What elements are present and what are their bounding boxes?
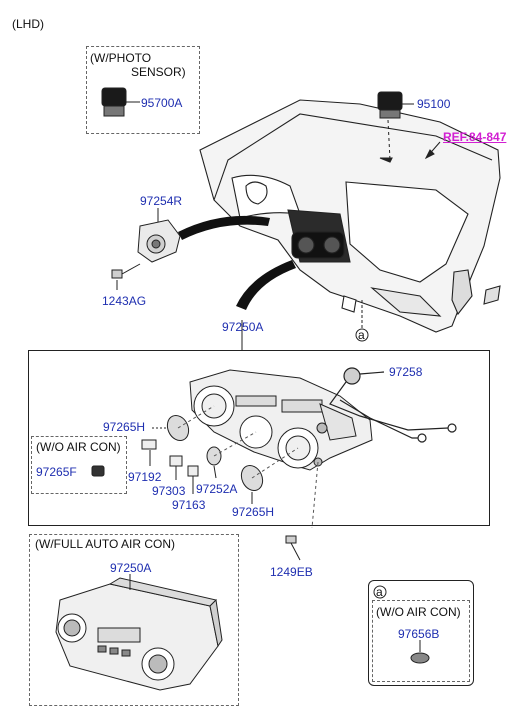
control-cable bbox=[329, 367, 457, 443]
part-label-97192[interactable]: 97192 bbox=[128, 470, 162, 484]
switch-location-arrow bbox=[178, 215, 270, 240]
auto-ac-controller bbox=[55, 574, 223, 691]
assembly-dash-leaders bbox=[177, 405, 319, 529]
dashboard-panel bbox=[199, 99, 501, 333]
screw-1249eb bbox=[285, 535, 301, 561]
photo-sensor-title-1: (W/PHOTO bbox=[90, 51, 152, 65]
bulb-97163 bbox=[187, 465, 199, 494]
part-label-95100[interactable]: 95100 bbox=[417, 97, 451, 111]
legend-circle bbox=[373, 585, 387, 599]
auto-ac-box bbox=[29, 534, 239, 706]
controller-assembly-box bbox=[28, 350, 490, 526]
part-label-97303[interactable]: 97303 bbox=[152, 484, 186, 498]
part-97265f bbox=[91, 465, 105, 477]
part-label-97250a-auto[interactable]: 97250A bbox=[110, 561, 152, 575]
part-label-97265f[interactable]: 97265F bbox=[36, 465, 77, 479]
photo-sensor-part bbox=[101, 87, 140, 117]
legend-inner-box bbox=[372, 600, 470, 682]
part-label-1243ag[interactable]: 1243AG bbox=[102, 294, 147, 308]
part-label-95700a[interactable]: 95700A bbox=[141, 96, 183, 110]
callout-marker-a: a bbox=[358, 328, 365, 342]
part-label-1249eb[interactable]: 1249EB bbox=[270, 565, 313, 579]
reference-link-84-847[interactable]: REF.84-847 bbox=[443, 130, 507, 144]
no-ac-box bbox=[31, 436, 127, 494]
part-label-97265h-right[interactable]: 97265H bbox=[232, 505, 275, 519]
switch-part bbox=[137, 208, 181, 263]
part-label-97265h-left[interactable]: 97265H bbox=[103, 420, 146, 434]
dash-sensor-part bbox=[377, 91, 414, 161]
auto-ac-title: (W/FULL AUTO AIR CON) bbox=[35, 537, 176, 551]
part-label-97163[interactable]: 97163 bbox=[172, 498, 206, 512]
part-label-97252a[interactable]: 97252A bbox=[196, 482, 238, 496]
variant-label: (LHD) bbox=[12, 17, 44, 31]
legend-box bbox=[368, 580, 474, 686]
controller-location-arrow bbox=[236, 260, 296, 310]
screw-1243ag bbox=[111, 263, 141, 290]
photo-sensor-box bbox=[86, 46, 200, 134]
bulb-97192 bbox=[141, 439, 157, 466]
part-label-97250a[interactable]: 97250A bbox=[222, 320, 264, 334]
legend-marker: a bbox=[376, 585, 383, 599]
reference-leader bbox=[424, 141, 441, 160]
part-label-97254r[interactable]: 97254R bbox=[140, 194, 183, 208]
part-label-97656b[interactable]: 97656B bbox=[398, 627, 440, 641]
no-ac-title: (W/O AIR CON) bbox=[36, 440, 121, 454]
callout-circle bbox=[355, 328, 369, 342]
legend-title: (W/O AIR CON) bbox=[376, 605, 461, 619]
photo-sensor-title-2: SENSOR) bbox=[131, 65, 186, 79]
part-label-97258[interactable]: 97258 bbox=[389, 365, 423, 379]
plug-97656b bbox=[410, 640, 430, 664]
bulb-97303 bbox=[169, 455, 183, 480]
